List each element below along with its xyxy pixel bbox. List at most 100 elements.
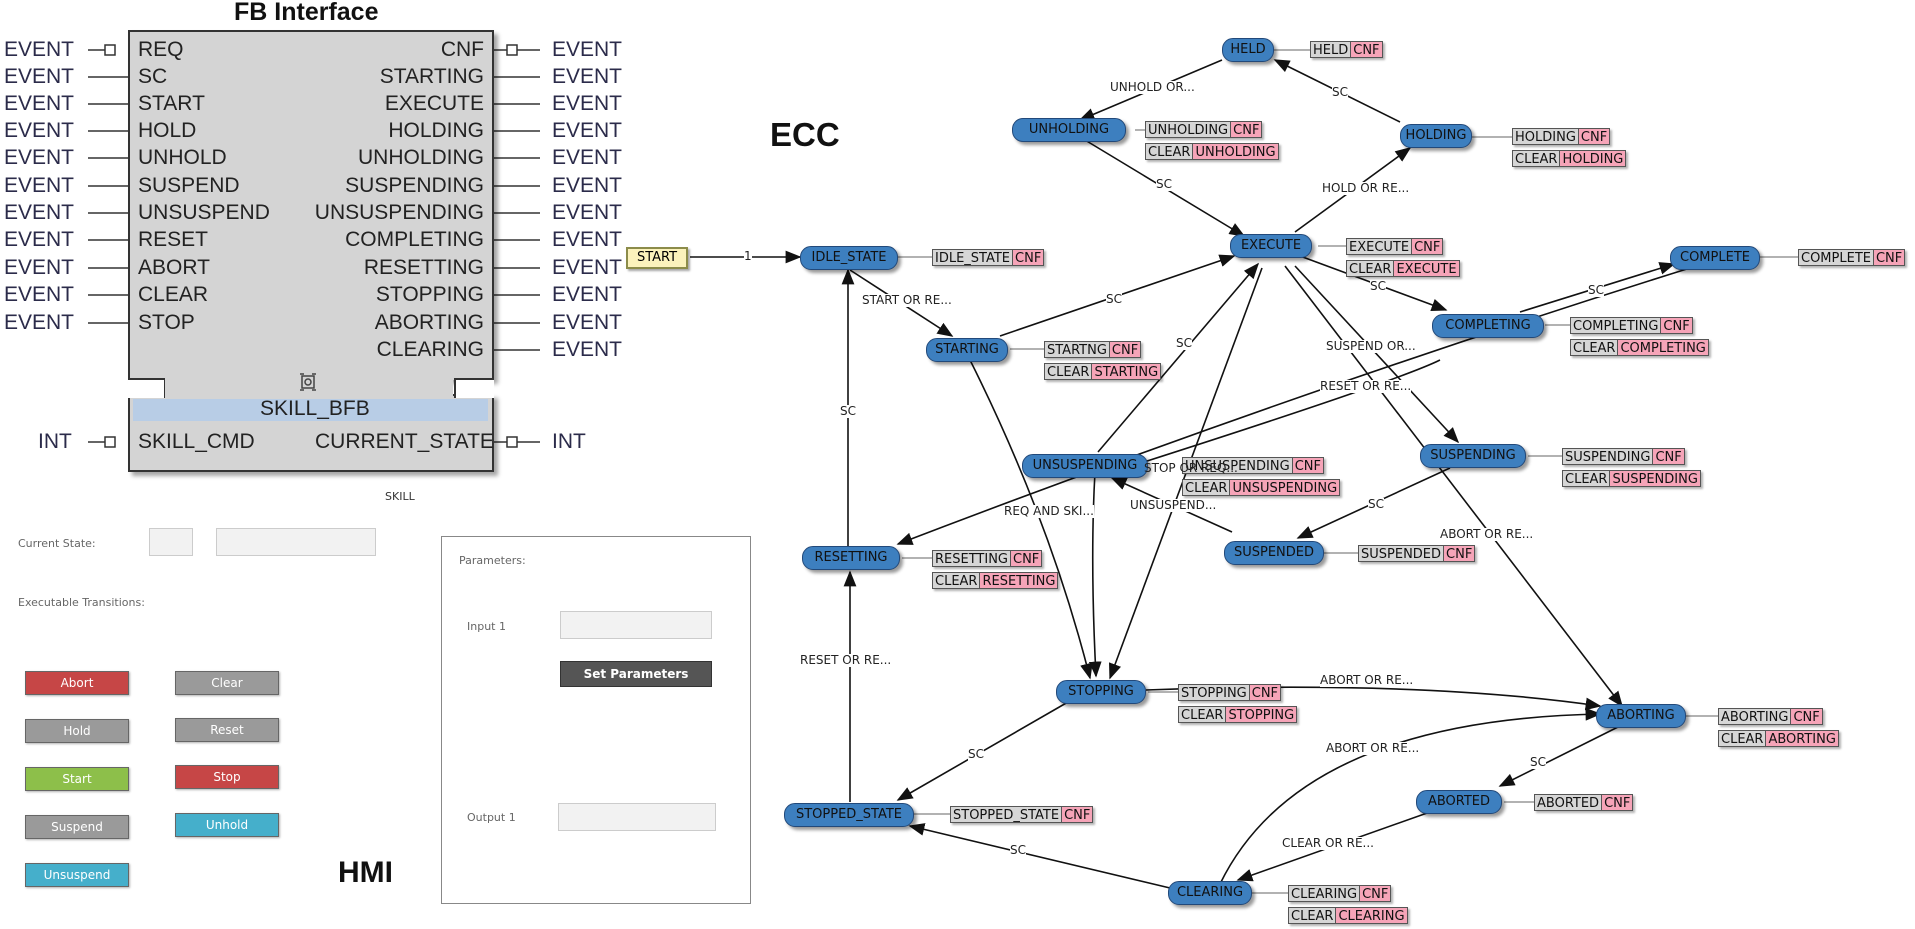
start-button[interactable]: Start (25, 767, 129, 791)
fb-input-event-type: EVENT (4, 119, 75, 142)
state-resetting[interactable]: RESETTING (802, 546, 900, 570)
transition-start-or: START OR RE... (862, 293, 952, 307)
transition-stopping-sc: SC (968, 747, 984, 761)
action-output-event: CNF (1602, 794, 1634, 811)
action-output-event: CNF (1013, 249, 1045, 266)
executable-transitions-label: Executable Transitions: (18, 596, 145, 609)
hold-button[interactable]: Hold (25, 719, 129, 743)
fb-output-event-type: EVENT (552, 256, 623, 279)
fb-input-event-type: EVENT (4, 146, 75, 169)
state-stopped[interactable]: STOPPED_STATE (784, 803, 914, 827)
state-aborting[interactable]: ABORTING (1596, 704, 1686, 728)
state-suspending[interactable]: SUSPENDING (1420, 444, 1526, 468)
transition-complete-sc: SC (1588, 283, 1604, 297)
state-stopping[interactable]: STOPPING (1056, 680, 1146, 704)
state-clearing[interactable]: CLEARING (1168, 881, 1252, 905)
abort-button[interactable]: Abort (25, 671, 129, 695)
action-output-event: STARTING (1092, 363, 1162, 380)
state-execute[interactable]: EXECUTE (1230, 234, 1312, 258)
input1-field[interactable] (560, 611, 712, 639)
transition-completing-sc: SC (1370, 279, 1386, 293)
action-algorithm: COMPLETE (1798, 249, 1874, 266)
action-output-event: RESETTING (980, 572, 1059, 589)
fb-input-data-name: SKILL_CMD (138, 430, 255, 453)
state-unholding[interactable]: UNHOLDING (1012, 118, 1126, 142)
state-aborted[interactable]: ABORTED (1416, 790, 1502, 814)
fb-output-event-type: EVENT (552, 311, 623, 334)
unsuspend-button[interactable]: Unsuspend (25, 863, 129, 887)
parameters-title: Parameters: (459, 554, 526, 567)
fb-output-event-completing: COMPLETING (345, 228, 484, 251)
fb-input-event-abort: ABORT (138, 256, 210, 279)
clear-button[interactable]: Clear (175, 671, 279, 695)
action-output-event: CNF (1661, 317, 1693, 334)
state-starting[interactable]: STARTING (926, 338, 1008, 362)
action-output-event: COMPLETING (1618, 339, 1709, 356)
fb-input-event-type: EVENT (4, 201, 75, 224)
state-holding[interactable]: HOLDING (1400, 124, 1472, 148)
fb-instance-name: SKILL (385, 490, 415, 503)
transition-stop-or: STOP OR REQ... (1144, 461, 1238, 475)
fb-output-event-stopping: STOPPING (375, 283, 484, 306)
state-idle[interactable]: IDLE_STATE (800, 246, 898, 270)
state-completing[interactable]: COMPLETING (1432, 314, 1544, 338)
state-complete[interactable]: COMPLETE (1670, 246, 1760, 270)
transition-req-and-ski: REQ AND SKI... (1004, 504, 1094, 518)
action-output-event: CNF (1351, 41, 1383, 58)
fb-input-event-suspend: SUSPEND (138, 174, 240, 197)
fb-output-event-cnf: CNF (440, 38, 484, 61)
transition-resetting-sc: SC (840, 404, 856, 418)
set-parameters-button[interactable]: Set Parameters (560, 661, 712, 687)
unhold-button[interactable]: Unhold (175, 813, 279, 837)
state-unsuspending[interactable]: UNSUSPENDING (1022, 454, 1148, 478)
fb-input-event-sc: SC (138, 65, 168, 88)
state-suspended[interactable]: SUSPENDED (1224, 541, 1324, 565)
action-algorithm: CLEAR (1145, 143, 1194, 160)
stop-button[interactable]: Stop (175, 765, 279, 789)
action-output-event: CLEARING (1336, 907, 1408, 924)
fb-output-event-type: EVENT (552, 65, 623, 88)
transition-clearing-sc: SC (1010, 843, 1026, 857)
fb-input-event-type: EVENT (4, 311, 75, 334)
fb-input-event-type: EVENT (4, 283, 75, 306)
fb-interface-title: FB Interface (234, 0, 379, 26)
suspend-button[interactable]: Suspend (25, 815, 129, 839)
action-algorithm: ABORTING (1718, 708, 1792, 725)
fb-body-upper (128, 30, 494, 380)
fb-output-event-type: EVENT (552, 228, 623, 251)
reset-button[interactable]: Reset (175, 718, 279, 742)
state-held[interactable]: HELD (1222, 38, 1274, 62)
transition-aborting-sc: SC (1530, 755, 1546, 769)
transition-reset-or-2: RESET OR RE... (800, 653, 892, 667)
fb-type-name: SKILL_BFB (260, 397, 370, 420)
start-transition-label: 1 (744, 249, 752, 263)
